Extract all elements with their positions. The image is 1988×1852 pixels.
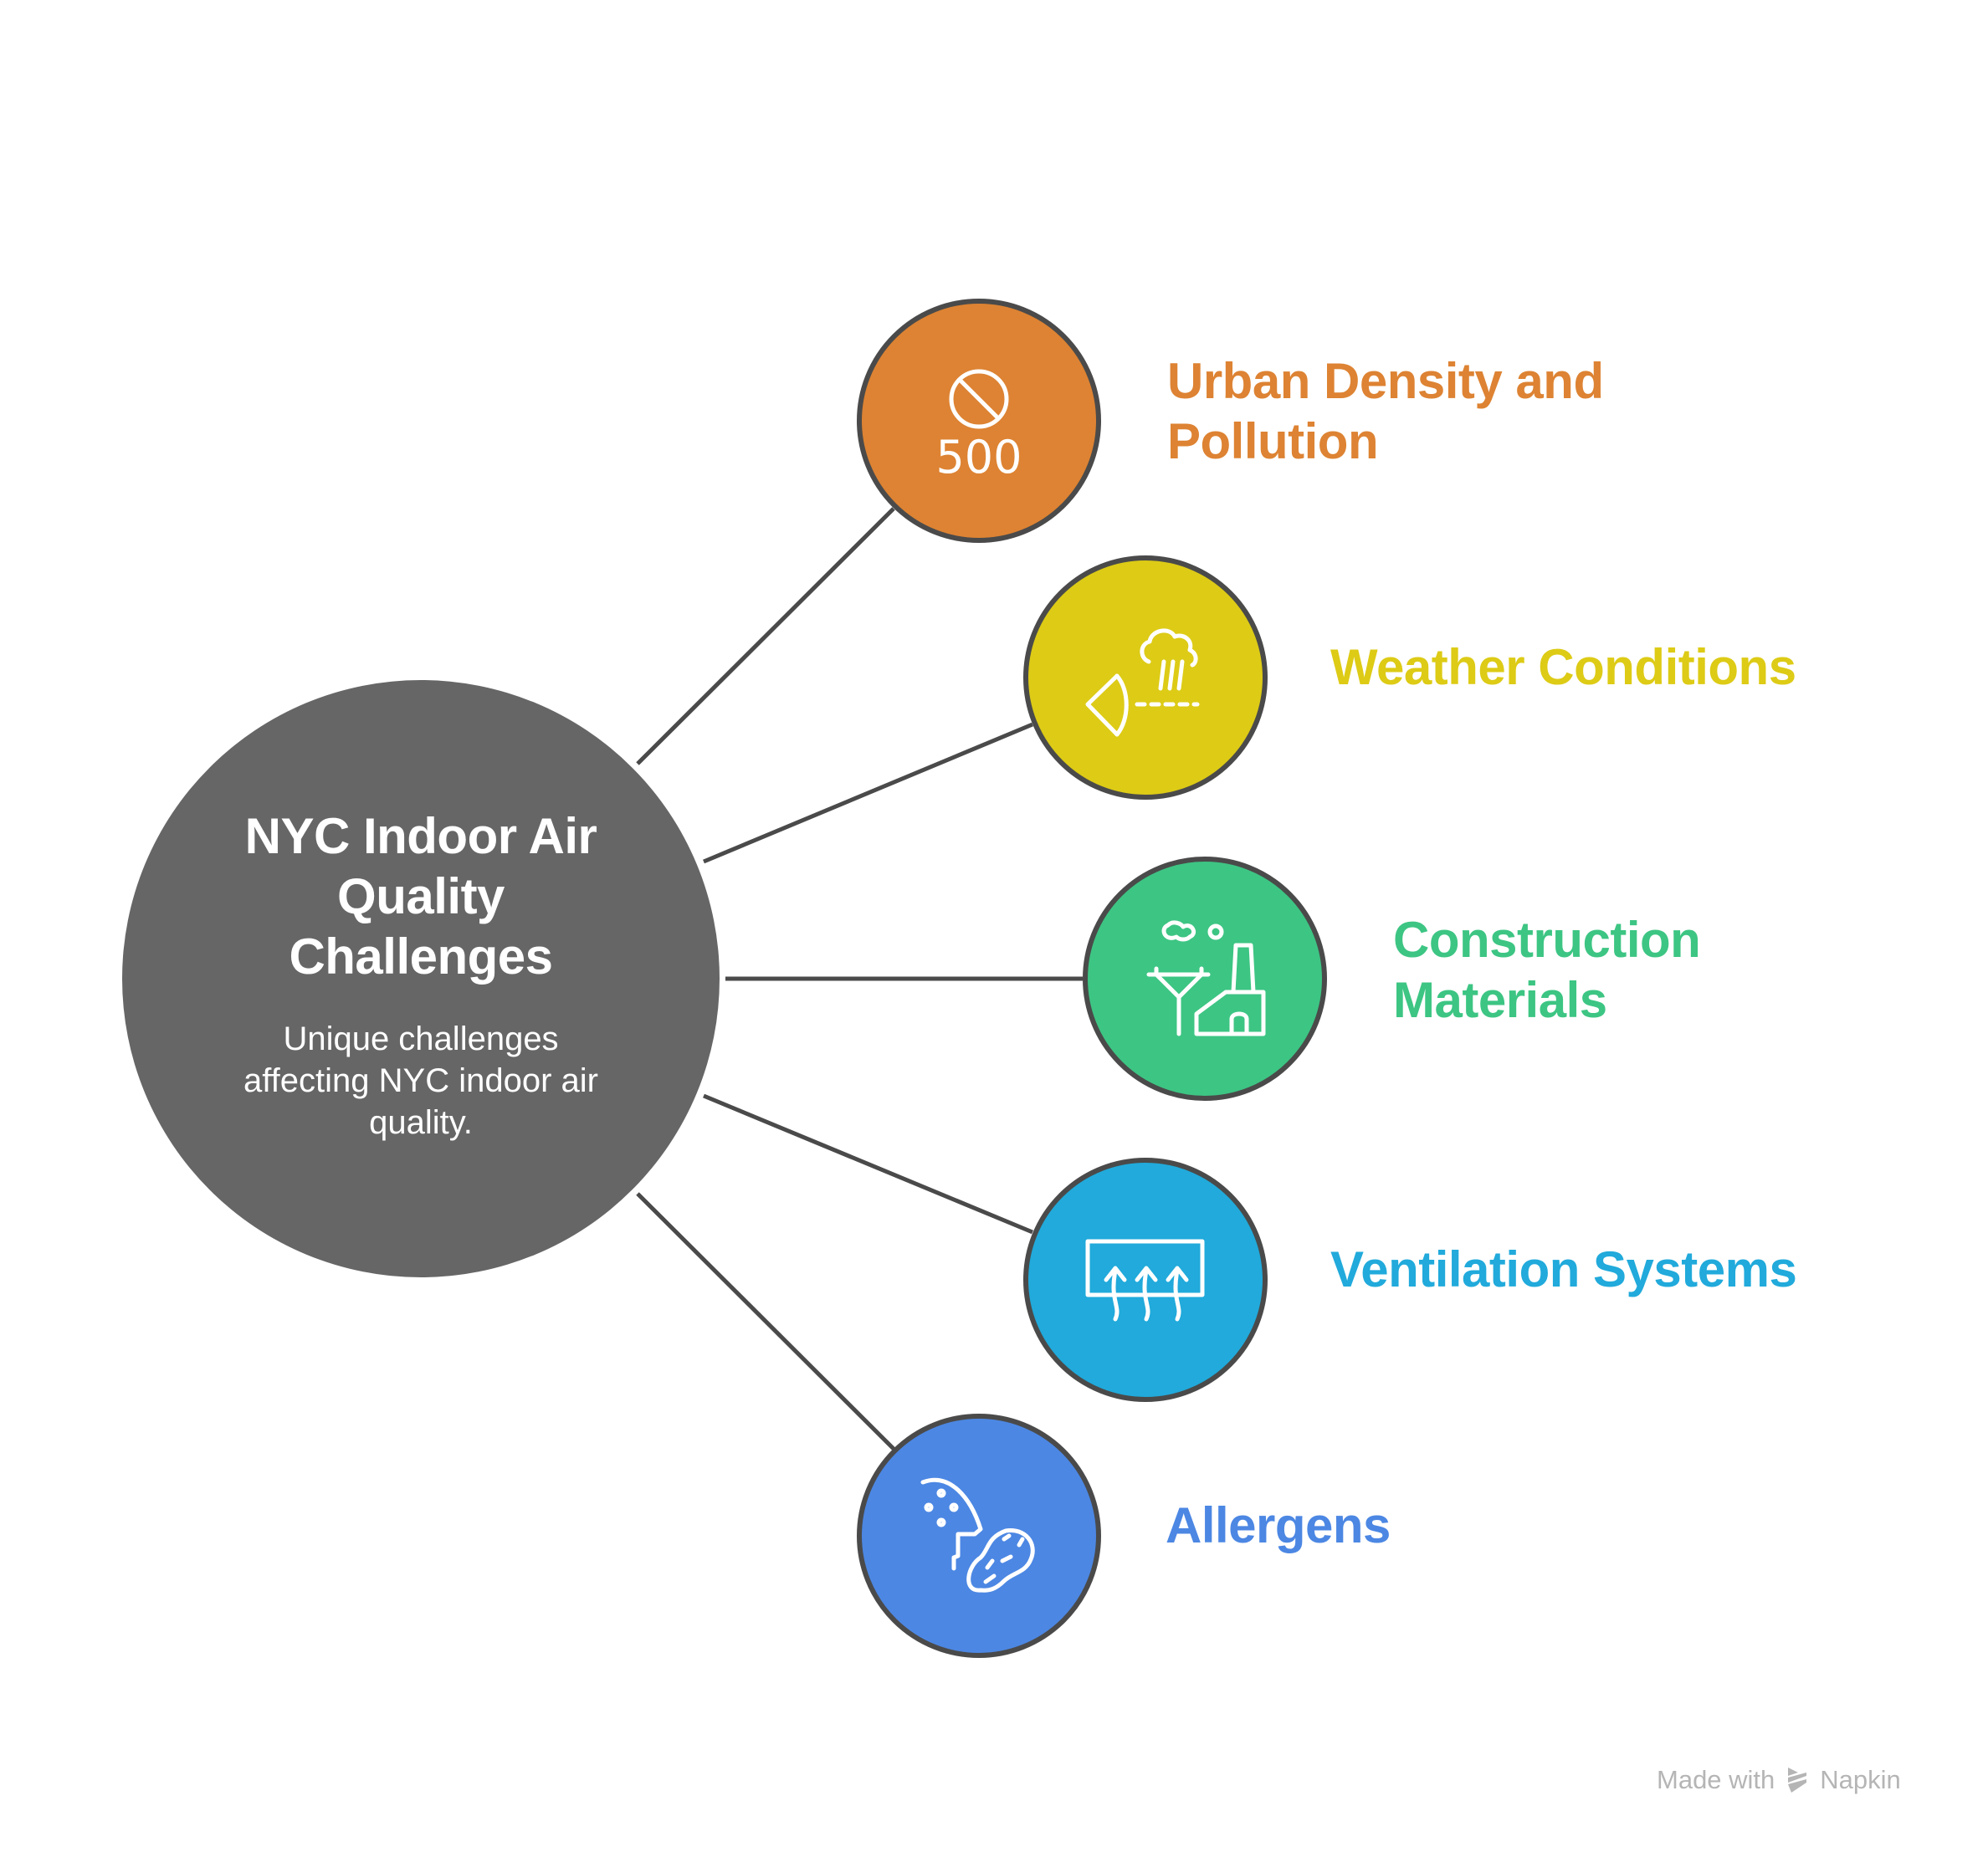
connector-weather (703, 722, 1033, 864)
center-subtitle-line: Unique challenges (283, 1021, 559, 1057)
weather-circle (1023, 555, 1268, 800)
node-urban-density[interactable]: 500 (857, 299, 1101, 543)
aqi-500-text: 500 (935, 431, 1022, 483)
no-sign-500-icon: 500 (935, 369, 1022, 483)
label-ventilation: Ventilation Systems (1330, 1240, 1797, 1300)
label-urban-density: Urban Density and Pollution (1167, 351, 1604, 472)
label-line: Allergens (1166, 1497, 1391, 1553)
allergens-circle (857, 1414, 1101, 1658)
connector-allergens (636, 1192, 895, 1450)
label-line: Materials (1393, 972, 1607, 1028)
center-subtitle-line: quality. (369, 1104, 473, 1141)
label-construction: Construction Materials (1393, 910, 1701, 1031)
connector-lines (636, 507, 1083, 1450)
connector-urban-density (636, 507, 895, 765)
node-weather[interactable] (1023, 555, 1268, 800)
watermark-brand: Napkin (1820, 1765, 1901, 1794)
napkin-logo-icon (1788, 1768, 1807, 1793)
label-line: Pollution (1167, 413, 1379, 469)
node-allergens[interactable] (857, 1414, 1101, 1658)
rain-cloud-icon (1085, 628, 1200, 737)
label-line: Weather Conditions (1330, 639, 1796, 695)
watermark-prefix: Made with (1657, 1765, 1775, 1794)
node-ventilation[interactable] (1023, 1158, 1268, 1402)
center-topic-circle (122, 680, 720, 1277)
construction-circle (1083, 857, 1327, 1101)
center-title-line: Quality (337, 868, 505, 924)
center-title-line: NYC Indoor Air (244, 808, 597, 864)
allergy-peanut-icon (920, 1477, 1035, 1593)
node-construction[interactable] (1083, 857, 1327, 1101)
center-title-line: Challenges (289, 929, 553, 985)
center-title: NYC Indoor Air Quality Challenges (123, 806, 719, 987)
made-with-napkin-watermark[interactable]: Made with Napkin (1657, 1765, 1901, 1795)
label-line: Ventilation Systems (1330, 1241, 1797, 1297)
factory-icon (1146, 920, 1266, 1036)
label-line: Urban Density and (1167, 353, 1604, 409)
label-weather: Weather Conditions (1330, 637, 1796, 698)
urban-density-circle (857, 299, 1101, 543)
air-vent-icon (1085, 1239, 1205, 1322)
label-allergens: Allergens (1166, 1496, 1391, 1556)
center-subtitle: Unique challenges affecting NYC indoor a… (123, 1018, 719, 1143)
connector-ventilation (703, 1093, 1033, 1235)
center-subtitle-line: affecting NYC indoor air (243, 1062, 598, 1099)
label-line: Construction (1393, 912, 1701, 968)
